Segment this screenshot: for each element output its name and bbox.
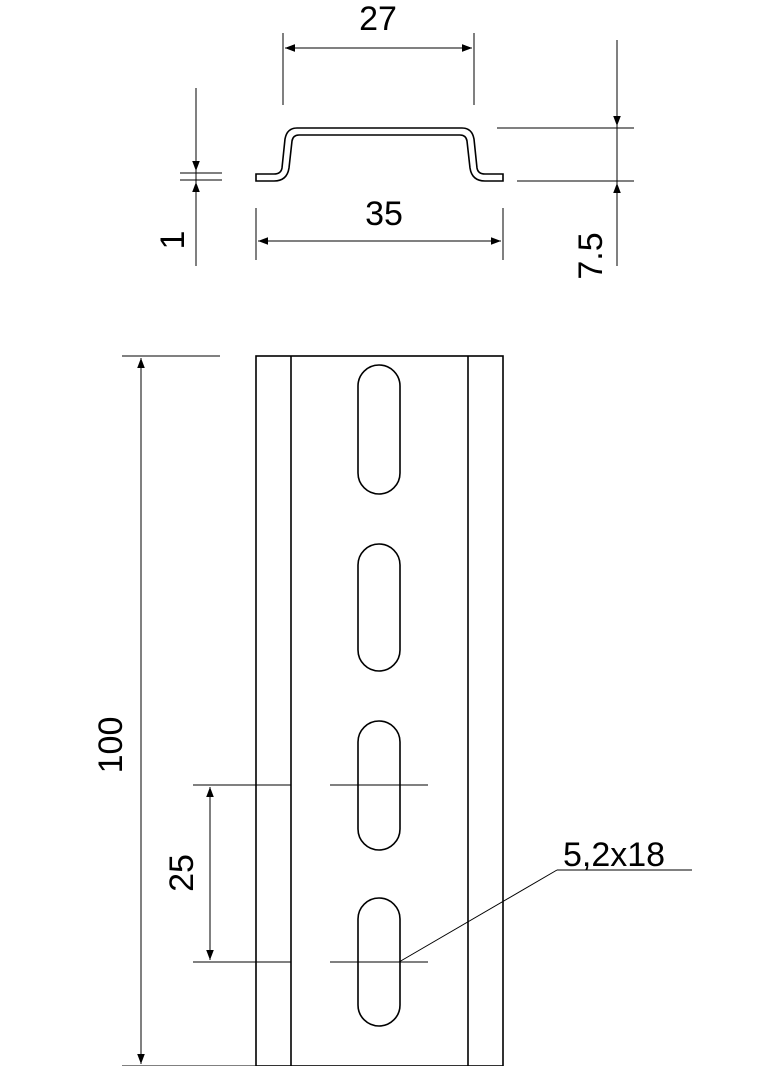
rail-top-view — [255, 355, 504, 1066]
leader-line — [398, 869, 558, 963]
dimension-label-1: 1 — [154, 231, 192, 250]
profile-outer-contour — [255, 127, 504, 182]
dimension-label-7-5: 7.5 — [572, 232, 610, 279]
dimension-label-27: 27 — [359, 0, 397, 38]
slot-size-label: 5,2x18 — [563, 836, 665, 874]
slot-size-callout: 5,2x18 — [398, 836, 692, 963]
dimension-label-35: 35 — [365, 195, 403, 233]
dimension-thickness: 1 — [154, 88, 222, 266]
rail-profile — [255, 127, 504, 182]
dimension-length: 100 — [92, 355, 256, 1066]
dimension-height: 7.5 — [497, 40, 634, 280]
rail-outline — [255, 355, 504, 1066]
dimension-slot-pitch: 25 — [163, 784, 291, 963]
dimension-top-width: 27 — [282, 0, 475, 105]
slot-2 — [357, 543, 401, 672]
dimension-bottom-width: 35 — [255, 195, 504, 260]
slot-1 — [357, 364, 401, 495]
dimension-label-100: 100 — [92, 717, 130, 774]
dimension-label-25: 25 — [163, 854, 201, 892]
